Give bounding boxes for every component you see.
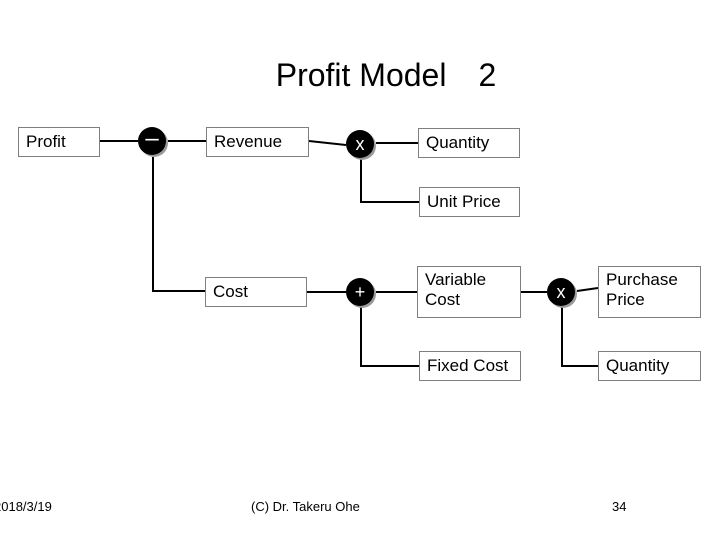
slide-title: Profit Model 2 [275,57,497,93]
cost-plus-operator: + [346,278,374,306]
quantity-purchase-box: Quantity [598,351,701,381]
footer-author: (C) Dr. Takeru Ohe [251,499,360,514]
variable-cost-multiply-operator: x [547,278,575,306]
footer-page-number: 34 [612,499,627,514]
revenue-multiply-operator: x [346,130,374,158]
purchase-price-box: Purchase Price [598,266,701,318]
profit-minus-operator: – [138,127,166,155]
revenue-box: Revenue [206,127,309,157]
cost-box: Cost [205,277,307,307]
profit-box: Profit [18,127,100,157]
quantity-box: Quantity [418,128,520,158]
unit-price-box: Unit Price [419,187,520,217]
footer-date: 2018/3/19 [0,499,52,514]
variable-cost-box: Variable Cost [417,266,521,318]
fixed-cost-box: Fixed Cost [419,351,521,381]
